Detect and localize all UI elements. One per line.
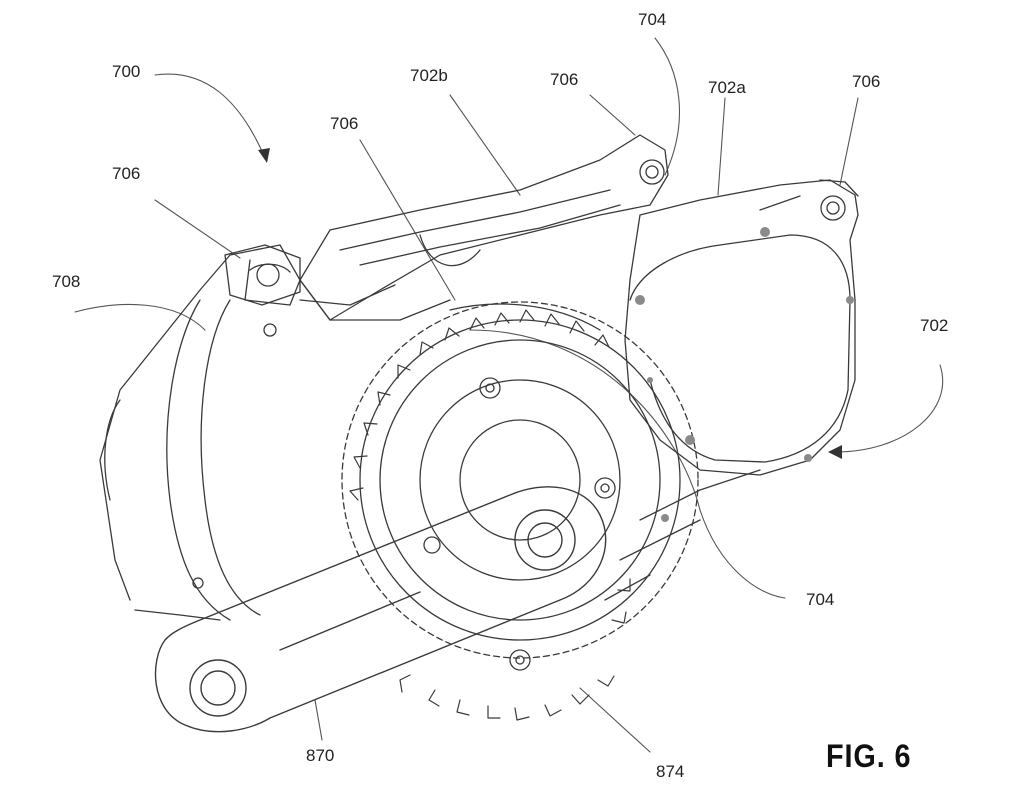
arrow-700 bbox=[258, 148, 270, 163]
leader-706-mid bbox=[359, 139, 456, 301]
label-706-mid: 706 bbox=[330, 114, 359, 133]
label-706-right: 706 bbox=[852, 72, 881, 91]
mount-bolts bbox=[635, 227, 854, 522]
label-706-top: 706 bbox=[550, 70, 579, 89]
label-704-top: 704 bbox=[638, 10, 667, 29]
leader-706-left bbox=[154, 199, 241, 259]
leader-702a bbox=[717, 97, 726, 196]
label-702b: 702b bbox=[410, 66, 448, 85]
leader-702 bbox=[834, 364, 944, 453]
leader-706-top bbox=[589, 94, 636, 136]
leader-700 bbox=[154, 73, 266, 159]
leader-704-bottom bbox=[469, 329, 786, 599]
left-mount bbox=[224, 244, 301, 306]
leader-706-right bbox=[839, 97, 859, 186]
chainring-bolts bbox=[423, 377, 616, 671]
leader-870 bbox=[314, 699, 323, 741]
chainring bbox=[341, 301, 699, 721]
crank-arm bbox=[154, 486, 607, 733]
leader-lines bbox=[74, 37, 944, 753]
figure-title: FIG. 6 bbox=[826, 738, 912, 774]
motor-cover bbox=[624, 179, 859, 476]
chainring-teeth bbox=[349, 309, 631, 721]
label-702a: 702a bbox=[708, 78, 746, 97]
label-700: 700 bbox=[112, 62, 141, 81]
leader-704-top bbox=[654, 37, 681, 176]
arrow-702 bbox=[828, 445, 842, 459]
upper-bracket bbox=[299, 134, 669, 321]
label-870: 870 bbox=[306, 746, 335, 765]
label-702: 702 bbox=[920, 316, 949, 335]
leader-708 bbox=[74, 304, 206, 331]
leader-702b bbox=[449, 94, 521, 196]
label-706-left: 706 bbox=[112, 164, 141, 183]
leader-874 bbox=[579, 687, 651, 753]
label-708: 708 bbox=[52, 272, 81, 291]
label-704-bottom: 704 bbox=[806, 590, 835, 609]
main-housing bbox=[99, 244, 451, 621]
label-874: 874 bbox=[656, 762, 685, 781]
lower-housing bbox=[604, 469, 761, 601]
